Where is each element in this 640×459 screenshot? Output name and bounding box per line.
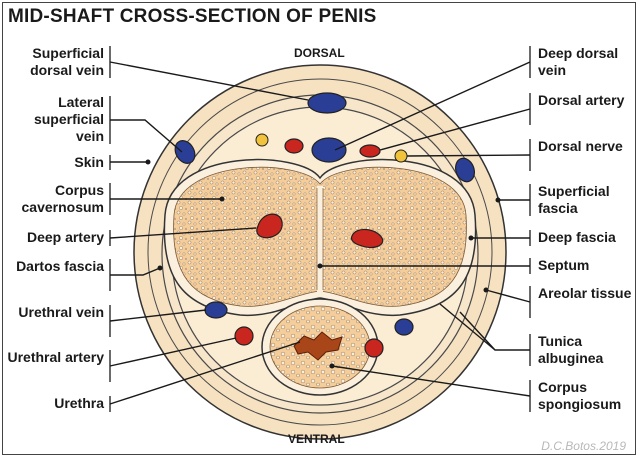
label-tunica-albuginea: Tunica albuginea	[538, 333, 604, 366]
figure-frame	[2, 2, 636, 455]
right-leader-dots	[317, 197, 501, 369]
orientation-dorsal: DORSAL	[294, 46, 345, 60]
label-deep-artery: Deep artery	[26, 229, 104, 245]
label-corpus-cavernosum: Corpus cavernosum	[21, 182, 104, 215]
label-superficial-dorsal-vein: Superficial dorsal vein	[30, 45, 104, 78]
label-deep-dorsal-vein: Deep dorsal vein	[538, 45, 619, 78]
label-lateral-superficial-vein: Lateral superficial vein	[33, 94, 104, 144]
label-dartos-fascia: Dartos fascia	[16, 258, 104, 274]
label-deep-fascia: Deep fascia	[538, 229, 616, 245]
label-corpus-spongiosum: Corpus spongiosum	[538, 379, 622, 412]
label-dorsal-nerve: Dorsal nerve	[538, 138, 623, 154]
left-leader-dots	[145, 159, 225, 271]
superficial-dorsal-vein	[307, 92, 347, 114]
label-skin: Skin	[74, 154, 104, 170]
right-leader-lines	[320, 61, 531, 397]
left-leader-lines	[109, 61, 309, 405]
label-dorsal-artery: Dorsal artery	[538, 92, 625, 108]
urethra	[293, 331, 343, 361]
dorsal-artery-left	[284, 138, 304, 154]
orientation-ventral: VENTRAL	[288, 432, 345, 446]
urethral-vein-left	[204, 301, 228, 319]
label-areolar-tissue: Areolar tissue	[538, 285, 632, 301]
dartos-fascia-layer	[147, 78, 493, 426]
lateral-superficial-vein-left	[174, 140, 196, 164]
label-urethral-vein: Urethral vein	[18, 304, 104, 320]
dorsal-nerve-left	[255, 133, 269, 147]
label-urethral-artery: Urethral artery	[7, 349, 105, 365]
lateral-superficial-vein-right	[454, 157, 476, 183]
urethral-artery-left	[234, 326, 254, 346]
dorsal-artery-right	[359, 144, 381, 158]
deep-artery-right	[350, 228, 384, 249]
figure-title: MID-SHAFT CROSS-SECTION OF PENIS	[8, 6, 377, 27]
urethral-artery-right	[364, 338, 384, 358]
label-septum: Septum	[538, 257, 590, 273]
urethral-vein-right	[394, 318, 414, 336]
author-signature: D.C.Botos.2019	[541, 439, 626, 453]
dorsal-nerve-right	[394, 149, 408, 163]
label-urethra: Urethra	[54, 395, 104, 411]
deep-dorsal-vein	[311, 137, 347, 163]
label-superficial-fascia: Superficial fascia	[538, 183, 610, 216]
deep-artery-left	[256, 213, 283, 239]
